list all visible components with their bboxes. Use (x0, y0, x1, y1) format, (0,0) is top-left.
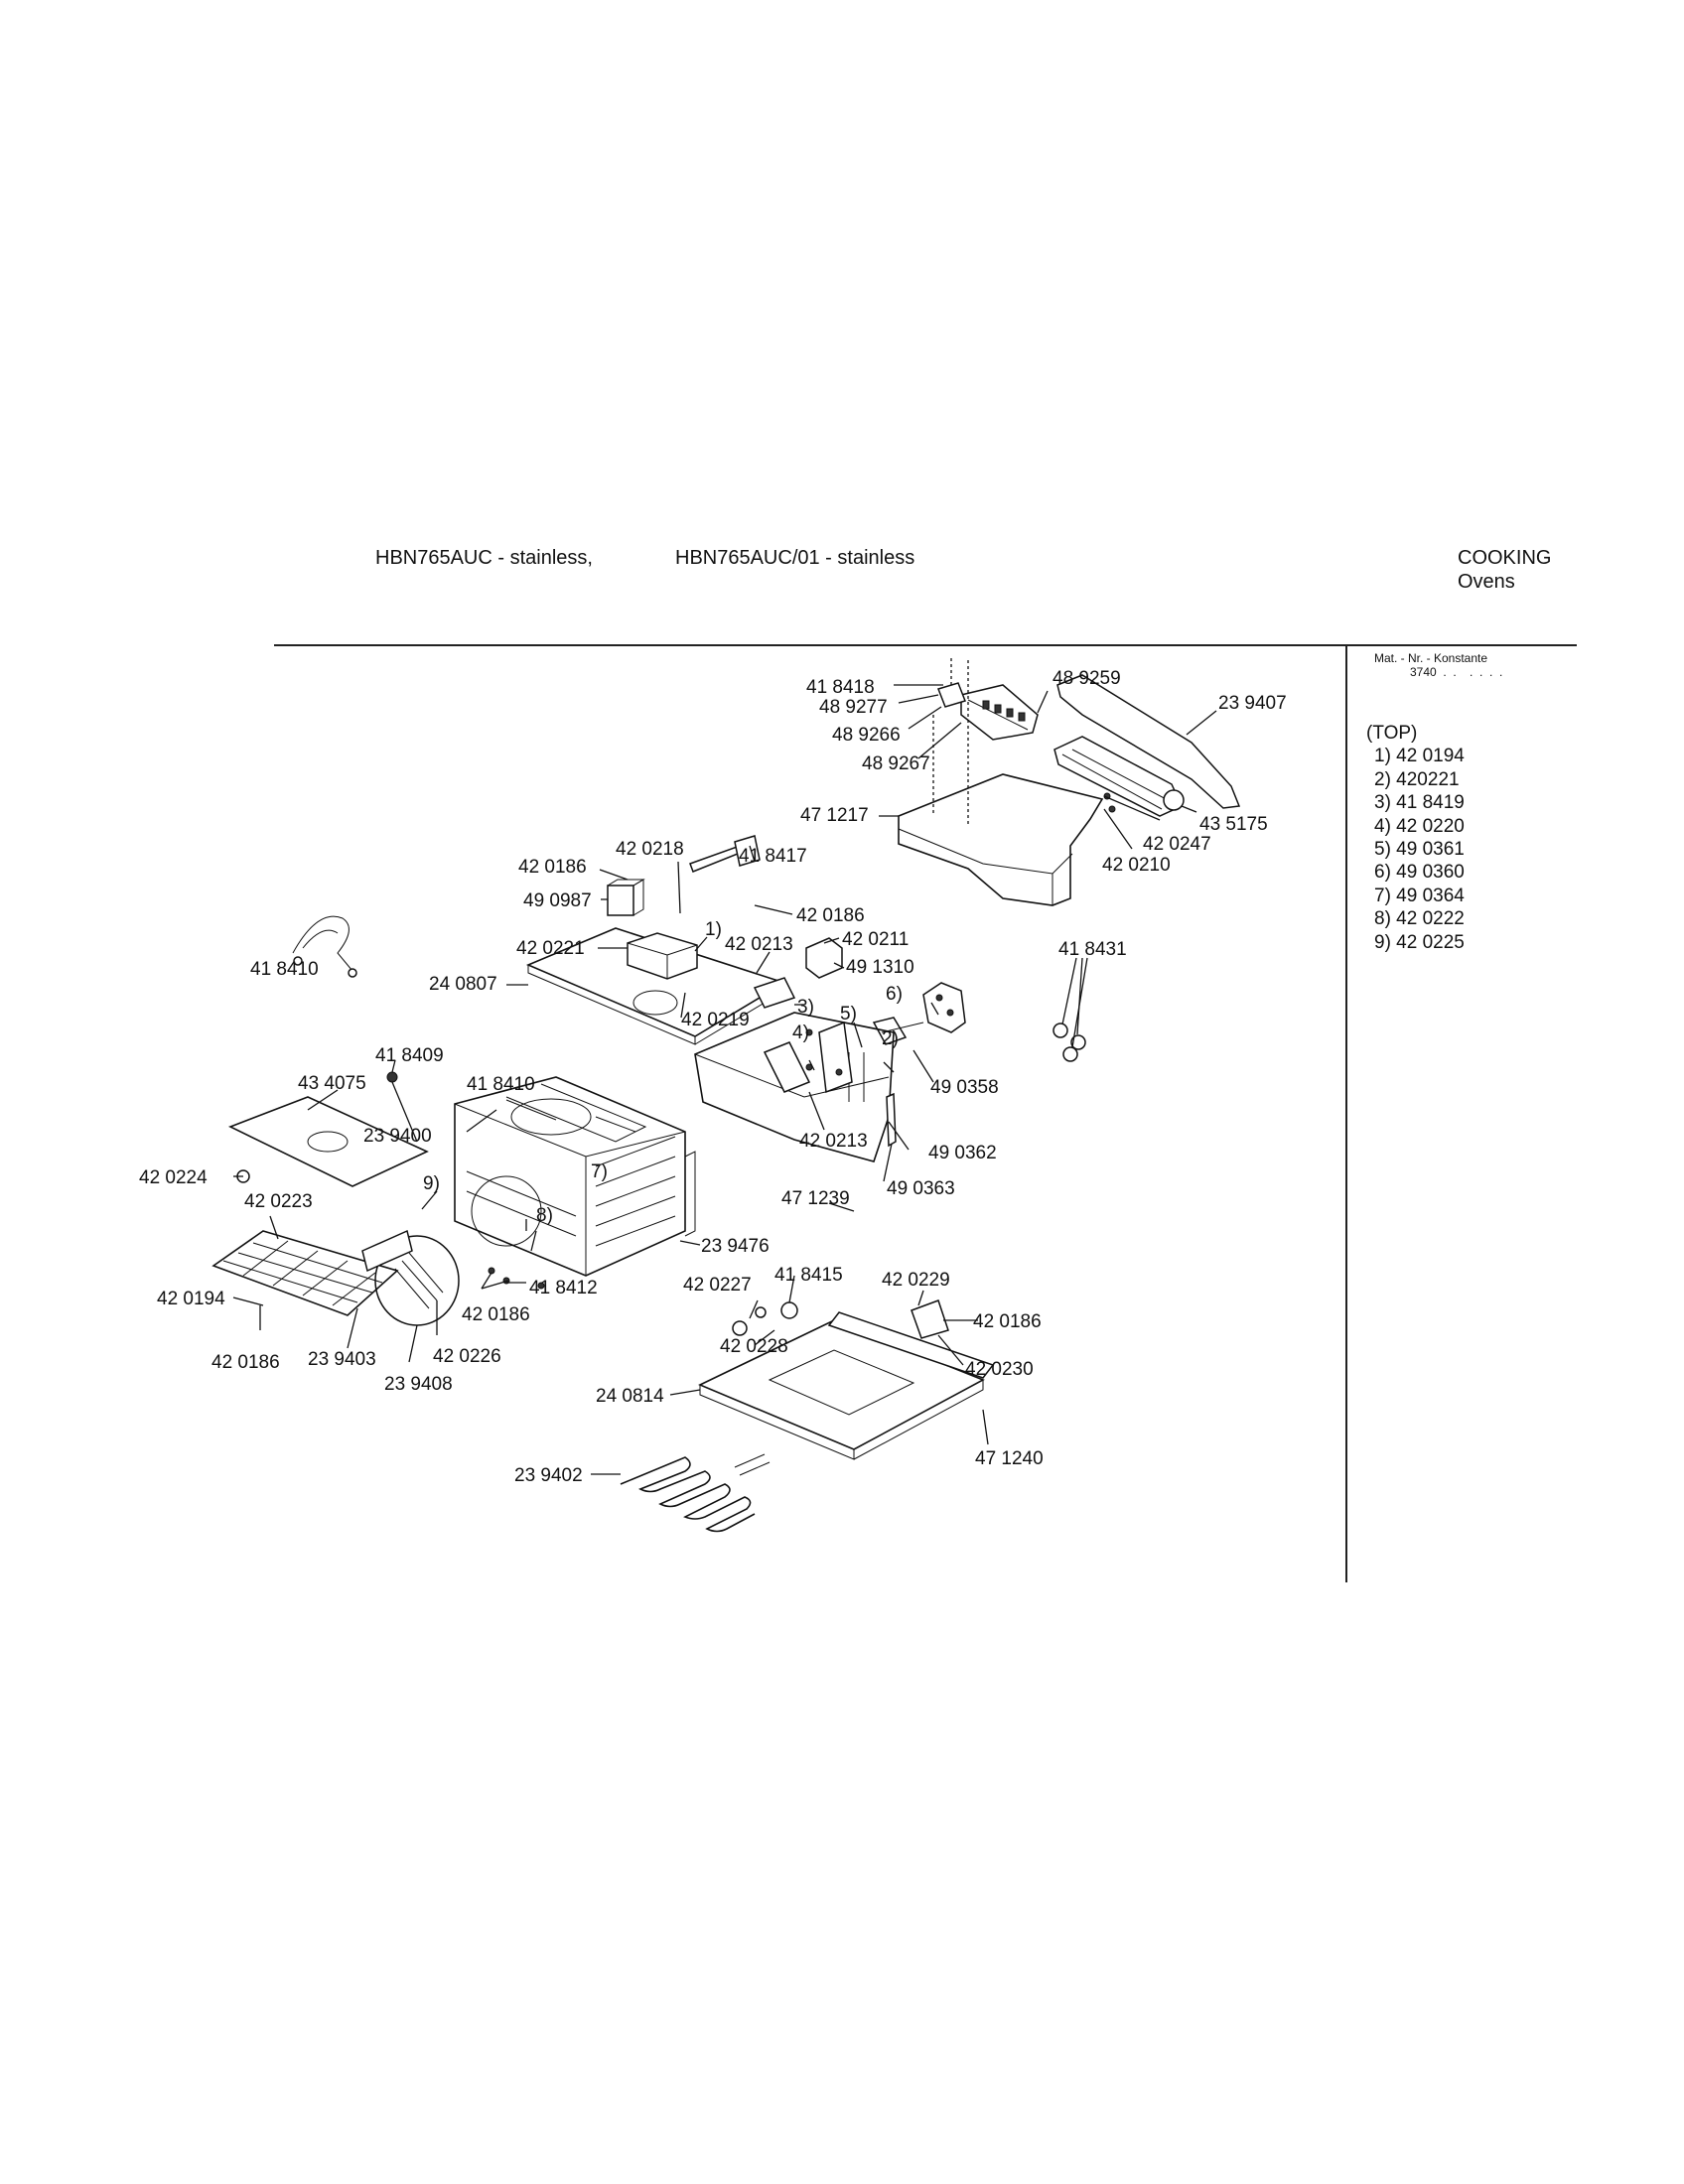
callout-label: 41 8410 (250, 959, 319, 980)
oven-cavity (374, 1076, 696, 1326)
callout-label: 24 0814 (596, 1386, 664, 1407)
model-title-1: HBN765AUC - stainless, (375, 547, 593, 569)
callout-label: 48 9259 (1052, 668, 1121, 689)
header-divider (274, 644, 1577, 646)
callout-label: 43 4075 (298, 1073, 366, 1094)
bake-element (620, 1453, 771, 1533)
callout-label: 42 0229 (882, 1270, 950, 1291)
callout-labels: 41 8418 48 9277 48 9266 48 9267 48 9259 … (139, 668, 1287, 1486)
callout-label: 42 0213 (799, 1131, 868, 1152)
callout-label: 42 0213 (725, 934, 793, 955)
callout-label: 43 5175 (1199, 814, 1268, 835)
callout-label: 49 0363 (887, 1178, 955, 1199)
subcategory-label: Ovens (1458, 571, 1515, 593)
callout-label: 41 8417 (739, 846, 807, 867)
callout-label: 3) (797, 997, 814, 1018)
callout-label: 1) (705, 919, 722, 940)
callout-label: 4) (792, 1023, 809, 1043)
category-label: COOKING (1458, 547, 1552, 569)
callout-label: 42 0219 (681, 1010, 750, 1030)
matnr-label: Mat. - Nr. - Konstante (1374, 651, 1488, 665)
top-list-item: 5) 49 0361 (1374, 839, 1465, 861)
top-control-group (898, 658, 1241, 906)
callout-label: 42 0226 (433, 1346, 501, 1367)
top-list-item: 7) 49 0364 (1374, 885, 1465, 906)
callout-label: 42 0228 (720, 1336, 788, 1357)
callout-label: 42 0230 (965, 1359, 1034, 1380)
callout-label: 42 0186 (973, 1311, 1042, 1332)
callout-label: 9) (423, 1173, 440, 1194)
callout-label: 47 1217 (800, 805, 869, 826)
back-panel-group (694, 1012, 897, 1162)
callout-label: 42 0227 (683, 1275, 752, 1296)
callout-label: 5) (840, 1004, 857, 1024)
callout-label: 48 9277 (819, 697, 888, 718)
callout-label: 2) (882, 1028, 899, 1049)
callout-label: 42 0211 (842, 929, 909, 950)
top-list-item: 8) 42 0222 (1374, 908, 1465, 930)
bottom-panel-group (698, 1299, 995, 1460)
callout-label: 23 9407 (1218, 693, 1287, 714)
callout-label: 49 0987 (523, 890, 592, 911)
callout-label: 7) (591, 1161, 608, 1182)
top-list-title: (TOP) (1366, 723, 1418, 744)
callout-label: 41 8415 (774, 1265, 843, 1286)
callout-label: 23 9402 (514, 1465, 583, 1486)
top-list-item: 3) 41 8419 (1374, 792, 1465, 814)
callout-label: 42 0218 (616, 839, 684, 860)
leader-lines (232, 684, 1217, 1475)
side-panel-divider (1345, 644, 1347, 1582)
callout-label: 48 9267 (862, 753, 930, 774)
callout-label: 47 1240 (975, 1448, 1044, 1469)
callout-label: 42 0186 (462, 1304, 530, 1325)
callout-label: 42 0210 (1102, 855, 1171, 876)
matnr-block: Mat. - Nr. - Konstante 3740 . . . . . . (1374, 651, 1502, 679)
callout-label: 8) (536, 1205, 553, 1226)
callout-label: 42 0186 (796, 905, 865, 926)
top-list-item: 2) 420221 (1374, 768, 1460, 790)
callout-label: 41 8412 (529, 1278, 598, 1298)
callout-label: 41 8410 (467, 1074, 535, 1095)
callout-label: 23 9476 (701, 1236, 770, 1257)
callout-label: 48 9266 (832, 725, 901, 746)
callout-label: 41 8409 (375, 1045, 444, 1066)
top-list-item: 1) 42 0194 (1374, 746, 1465, 767)
callout-label: 42 0194 (157, 1289, 225, 1309)
callout-label: 24 0807 (429, 974, 497, 995)
callout-label: 41 8431 (1058, 939, 1127, 960)
top-list-item: 6) 49 0360 (1374, 862, 1465, 884)
callout-label: 49 1310 (846, 957, 914, 978)
callout-label: 42 0186 (211, 1352, 280, 1373)
broil-element (211, 1229, 413, 1316)
callout-label: 47 1239 (781, 1188, 850, 1209)
callout-label: 23 9408 (384, 1374, 453, 1395)
callout-label: 49 0362 (928, 1143, 997, 1163)
callout-label: 42 0223 (244, 1191, 313, 1212)
model-title-2: HBN765AUC/01 - stainless (675, 547, 915, 569)
top-list-item: 4) 42 0220 (1374, 815, 1465, 837)
callout-label: 6) (886, 984, 903, 1005)
callout-label: 23 9403 (308, 1349, 376, 1370)
callout-label: 42 0221 (516, 938, 585, 959)
callout-label: 23 9400 (363, 1126, 432, 1147)
callout-label: 42 0186 (518, 857, 587, 878)
matnr-value: 3740 . . . . . . (1410, 665, 1503, 679)
switch-cluster (872, 982, 1086, 1062)
baffle-plate (227, 1071, 429, 1187)
callout-label: 42 0247 (1143, 834, 1211, 855)
callout-label: 41 8418 (806, 677, 875, 698)
callout-label: 49 0358 (930, 1077, 999, 1098)
callout-label: 42 0224 (139, 1167, 208, 1188)
top-list-item: 9) 42 0225 (1374, 931, 1465, 953)
top-parts-list: (TOP) 1) 42 0194 2) 420221 3) 41 8419 4)… (1366, 722, 1465, 954)
